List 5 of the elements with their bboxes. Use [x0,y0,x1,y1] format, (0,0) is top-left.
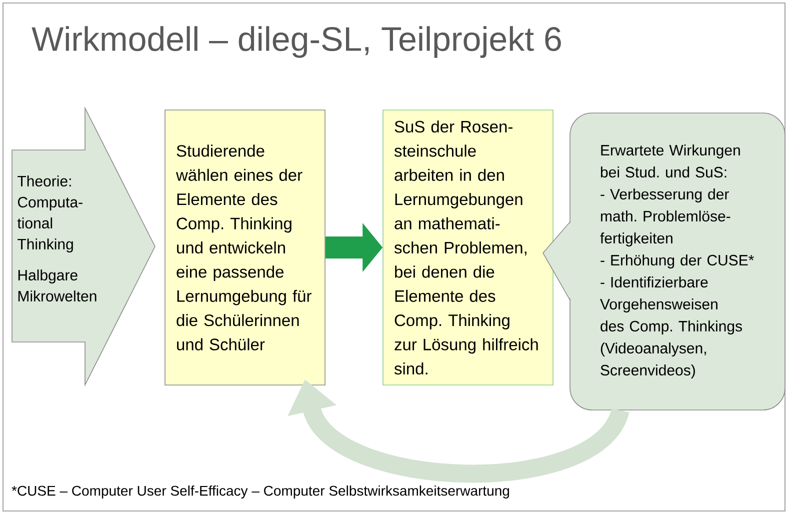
title: Wirkmodell – dileg-SL, Teilprojekt 6 [32,26,561,58]
process-box: SuS der Rosen- steinschule arbeiten in den Lernumgebungen an mathemati- schen Problemen, bei denen die Elemente des Comp. Thinking zur Lösung hilfreich sind. [382,110,554,386]
callout-bubble: Erwartete Wirkungen bei Stud. und SuS: - Verbesserung der math. Problemlöse- fertigkeiten - Erhöhung der CUSE* - Identifizierbare Vorgehensweisen des Comp. Thinkings (Videoanalysen, Screenvideos) [542,112,786,410]
footnote: *CUSE – Computer User Self-Efficacy – Computer Selbstwirksamkeitserwartung [12,485,510,498]
process-box: Studierende wählen eines der Elemente des Comp. Thinking und entwickeln eine passende Lernumgebung für die Schülerinnen und Schüler [164,110,326,386]
